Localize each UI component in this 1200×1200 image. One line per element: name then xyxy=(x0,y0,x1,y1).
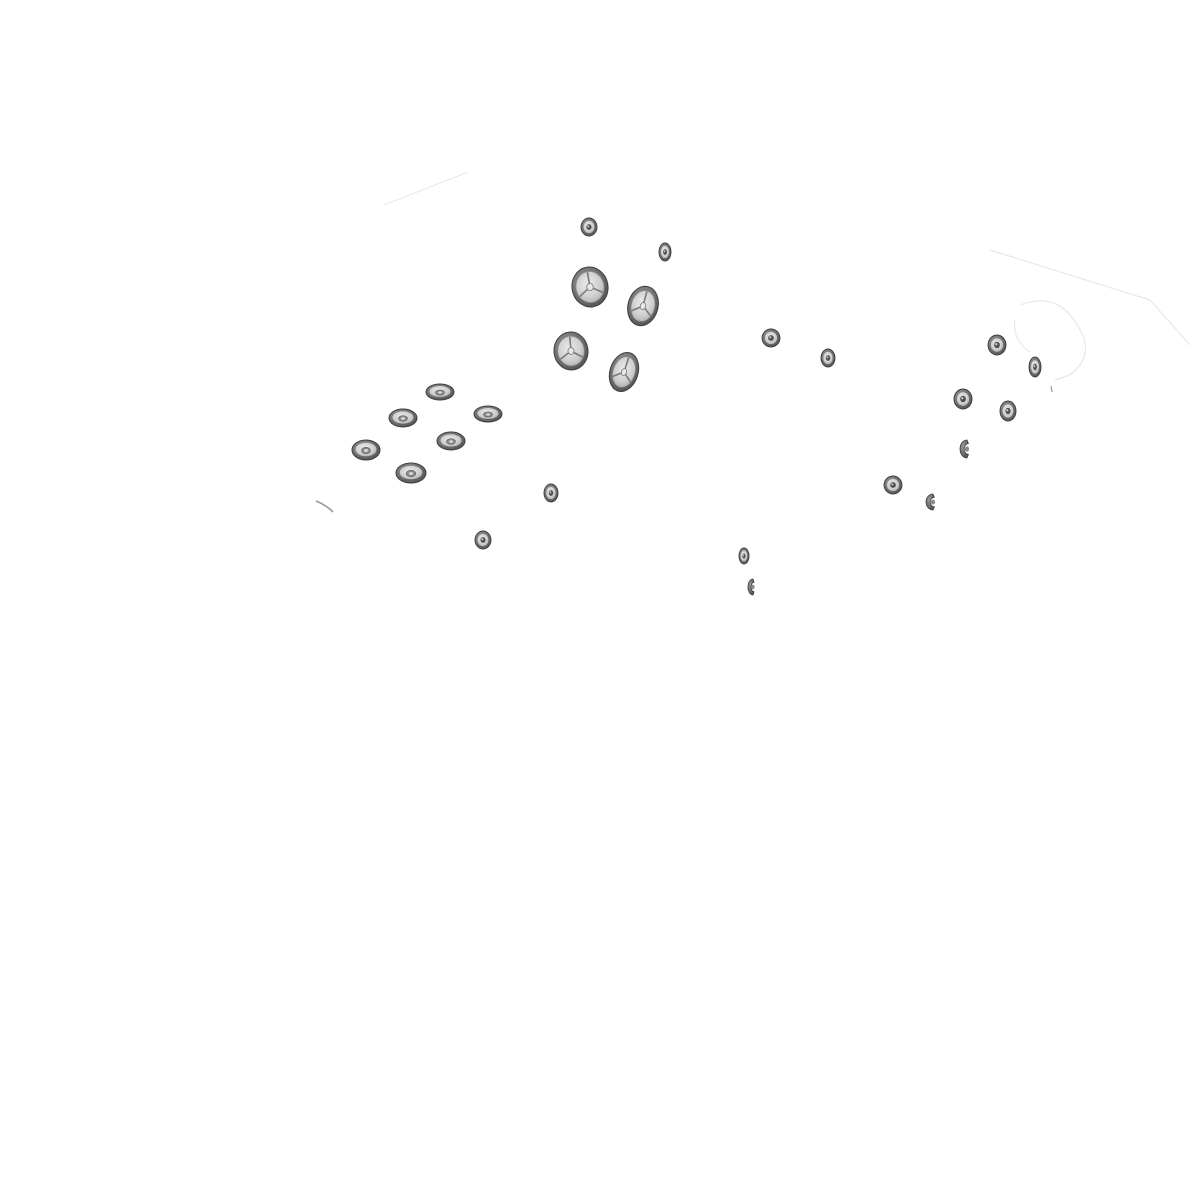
oval-jet xyxy=(395,462,427,484)
small-round-jet xyxy=(1028,356,1042,378)
oval-jet xyxy=(425,383,455,401)
small-round-jet xyxy=(959,439,970,459)
large-spoked-jet xyxy=(627,285,659,327)
small-round-jet xyxy=(543,483,559,503)
faint-tub-outline xyxy=(315,171,1191,513)
large-spoked-jet xyxy=(571,266,609,308)
small-round-jet xyxy=(580,217,598,237)
small-round-jet xyxy=(658,242,672,262)
small-round-jet xyxy=(474,530,492,550)
small-round-jet xyxy=(999,400,1017,422)
small-round-jet xyxy=(761,328,781,348)
oval-jet xyxy=(473,405,503,423)
small-round-jet xyxy=(953,388,973,410)
large-spoked-jet xyxy=(608,351,640,393)
small-round-jets xyxy=(474,217,1042,596)
small-round-jet xyxy=(747,578,755,596)
oval-jets xyxy=(351,383,503,484)
small-round-jet xyxy=(820,348,836,368)
large-spoked-jet xyxy=(553,331,589,371)
small-round-jet xyxy=(987,334,1007,356)
small-round-jet xyxy=(883,475,903,495)
small-round-jet xyxy=(738,547,750,565)
oval-jet xyxy=(351,439,381,461)
oval-jet xyxy=(436,431,466,451)
oval-jet xyxy=(388,408,418,428)
large-spoked-jets xyxy=(553,266,659,393)
small-round-jet xyxy=(925,493,936,511)
